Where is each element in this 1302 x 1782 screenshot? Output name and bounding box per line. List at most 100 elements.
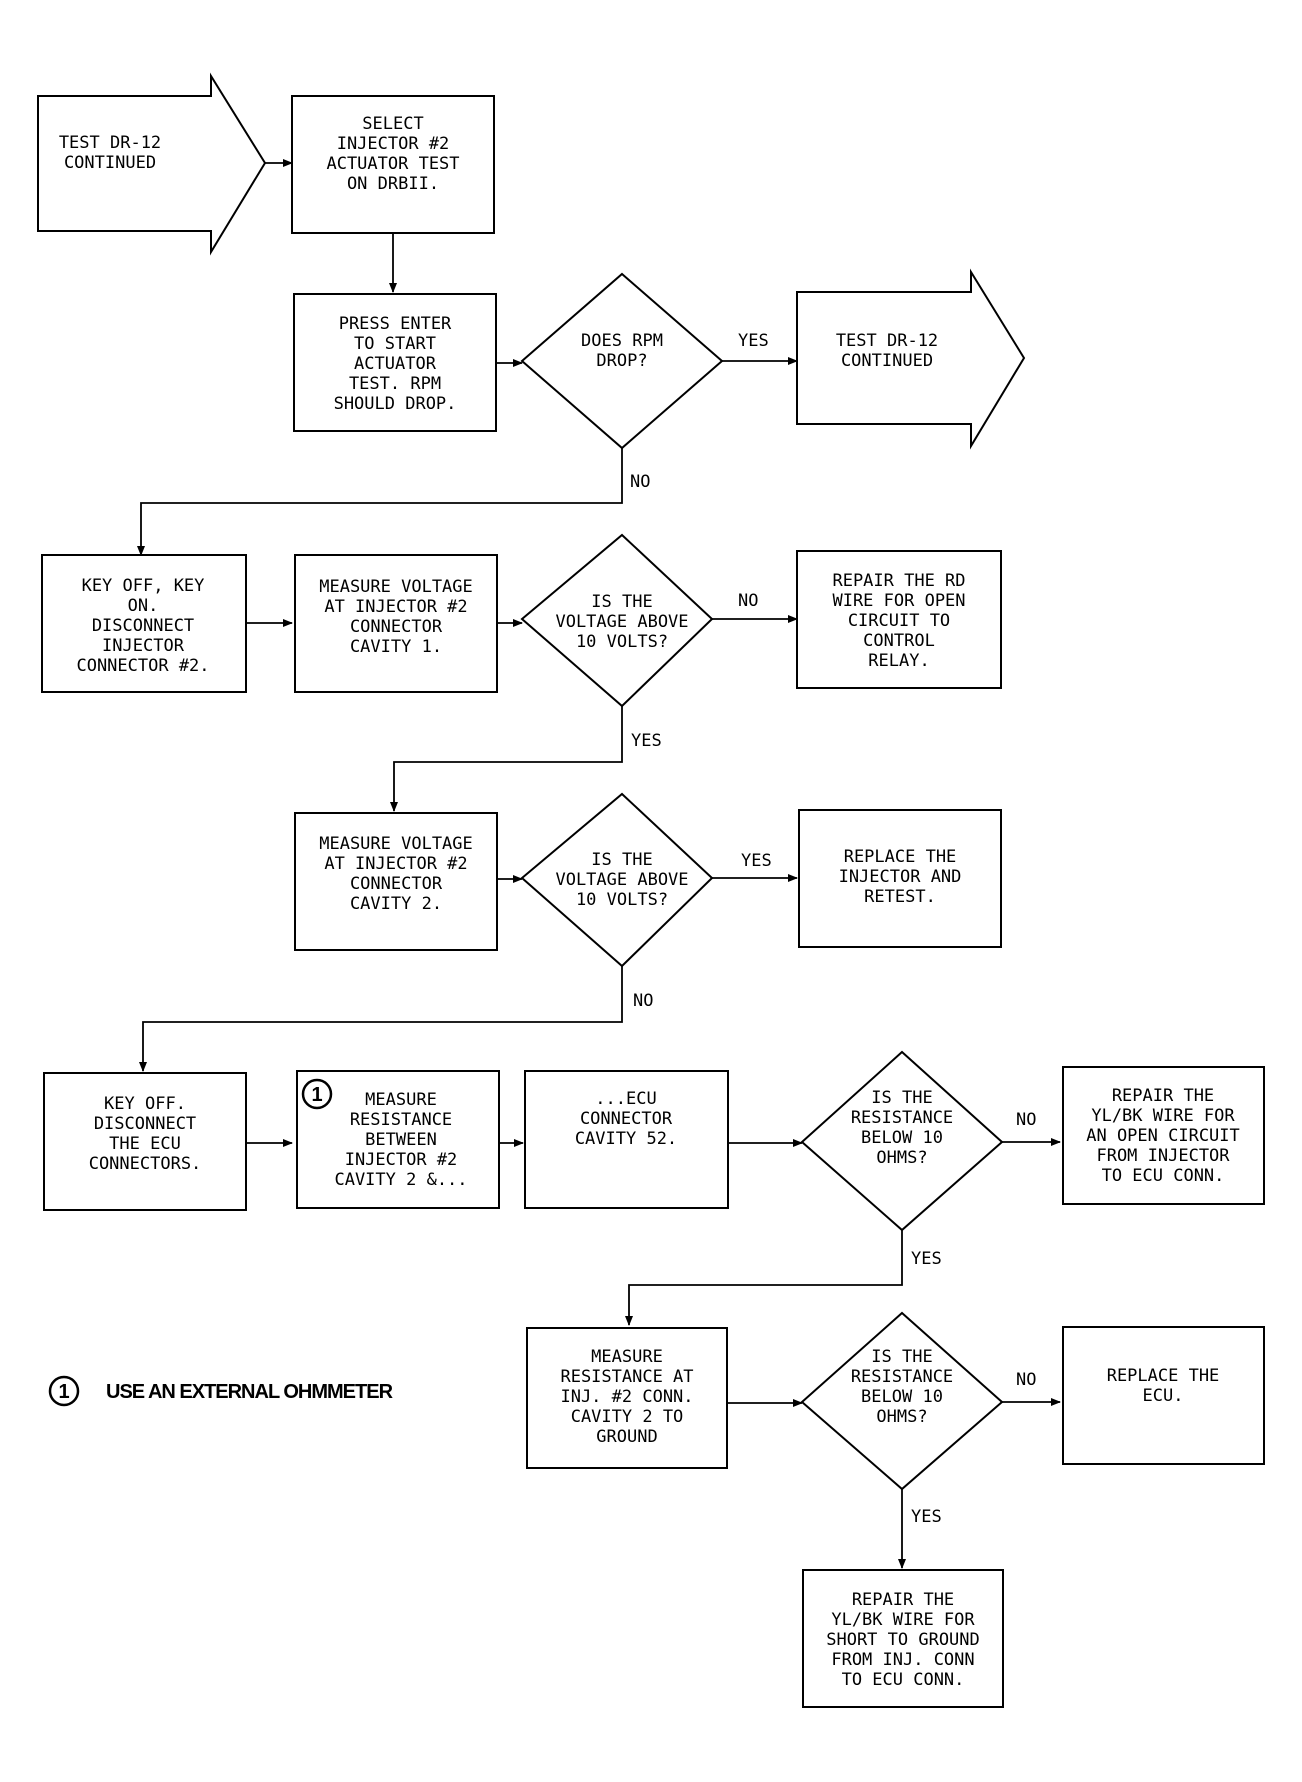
v2-no-label: NO <box>633 991 653 1011</box>
measure-cavity2-label-line-3: CONNECTOR <box>350 874 443 894</box>
is-resistance-1-diamond <box>800 1050 1004 1232</box>
select-injector-label-line-3: ACTUATOR TEST <box>326 154 459 174</box>
is-voltage-1-diamond <box>520 533 714 708</box>
measure-resistance-label-line-4: INJECTOR #2 <box>345 1150 458 1170</box>
repair-rd-label-line-2: WIRE FOR OPEN <box>832 591 965 611</box>
is-resistance-1-label-line-3: BELOW 10 <box>861 1128 943 1148</box>
replace-injector-label-line-1: REPLACE THE <box>844 847 957 867</box>
v1-yes-label: YES <box>631 731 662 751</box>
select-injector-label-line-2: INJECTOR #2 <box>337 134 450 154</box>
footnote-text: USE AN EXTERNAL OHMMETER <box>106 1381 394 1403</box>
press-enter-label-line-5: SHOULD DROP. <box>334 394 457 414</box>
repair-ylbk-open-label-line-1: REPAIR THE <box>1112 1086 1214 1106</box>
measure-ground-label-line-3: INJ. #2 CONN. <box>560 1387 693 1407</box>
r1-yes-label: YES <box>911 1249 942 1269</box>
edge-rpm-no <box>137 448 623 556</box>
repair-ylbk-short-label-line-4: FROM INJ. CONN <box>831 1650 974 1670</box>
replace-ecu-box <box>1062 1326 1265 1465</box>
measure-cavity2-label-line-2: AT INJECTOR #2 <box>324 854 467 874</box>
press-enter-box <box>293 293 497 432</box>
key-off-disconnect-label-line-4: CONNECTORS. <box>89 1154 202 1174</box>
connectors <box>137 159 1061 1569</box>
measure-resistance-label-line-1: MEASURE <box>365 1090 437 1110</box>
key-off-on-label-line-4: INJECTOR <box>102 636 185 656</box>
repair-ylbk-open-box <box>1062 1066 1265 1205</box>
rpm-no-label: NO <box>630 472 650 492</box>
does-rpm-drop-diamond <box>520 272 724 450</box>
repair-ylbk-open-label-line-4: FROM INJECTOR <box>1096 1146 1230 1166</box>
key-off-on-box <box>41 554 247 693</box>
press-enter-label-line-4: TEST. RPM <box>349 374 441 394</box>
shapes <box>37 72 1265 1708</box>
repair-rd-label-line-1: REPAIR THE RD <box>832 571 965 591</box>
measure-cavity1-label-line-3: CONNECTOR <box>350 617 443 637</box>
does-rpm-drop-label-line-2: DROP? <box>596 351 647 371</box>
measure-ground-label-line-2: RESISTANCE AT <box>560 1367 693 1387</box>
start-arrow-label-line-2: CONTINUED <box>64 153 156 173</box>
continued-arrow-label-line-2: CONTINUED <box>841 351 933 371</box>
repair-ylbk-short-label-line-1: REPAIR THE <box>852 1590 954 1610</box>
edge-r1-yes <box>625 1230 903 1326</box>
v2-yes-label: YES <box>741 851 772 871</box>
continued-arrow-label-line-1: TEST DR-12 <box>836 331 938 351</box>
measure-ground-box <box>526 1327 728 1469</box>
measure-cavity2-box <box>294 812 498 951</box>
replace-ecu-label-line-1: REPLACE THE <box>1107 1366 1220 1386</box>
repair-ylbk-short-label-line-3: SHORT TO GROUND <box>826 1630 980 1650</box>
ecu-cavity-box <box>524 1070 729 1209</box>
edge-v1-yes <box>390 706 623 812</box>
measure-cavity1-label-line-1: MEASURE VOLTAGE <box>319 577 473 597</box>
is-voltage-2-label-line-3: 10 VOLTS? <box>576 890 668 910</box>
key-off-on-label-line-1: KEY OFF, KEY <box>82 576 205 596</box>
repair-ylbk-open-label-line-2: YL/BK WIRE FOR <box>1091 1106 1235 1126</box>
key-off-disconnect-label-line-3: THE ECU <box>109 1134 181 1154</box>
repair-ylbk-short-label-line-2: YL/BK WIRE FOR <box>831 1610 975 1630</box>
is-resistance-2-label-line-1: IS THE <box>871 1347 932 1367</box>
repair-rd-box <box>796 550 1002 689</box>
footnote-marker-number: 1 <box>311 1084 322 1106</box>
is-voltage-2-label-line-1: IS THE <box>591 850 652 870</box>
key-off-on-label-line-2: ON. <box>128 596 159 616</box>
r2-no-label: NO <box>1016 1370 1036 1390</box>
is-resistance-1-label-line-2: RESISTANCE <box>851 1108 953 1128</box>
measure-resistance-label-line-2: RESISTANCE <box>350 1110 452 1130</box>
key-off-on-label-line-3: DISCONNECT <box>92 616 194 636</box>
repair-rd-label-line-3: CIRCUIT TO <box>848 611 950 631</box>
does-rpm-drop-label-line-1: DOES RPM <box>581 331 663 351</box>
repair-ylbk-open-label-line-3: AN OPEN CIRCUIT <box>1086 1126 1240 1146</box>
replace-injector-label-line-3: RETEST. <box>864 887 936 907</box>
is-resistance-2-label-line-3: BELOW 10 <box>861 1387 943 1407</box>
measure-ground-label-line-5: GROUND <box>596 1427 657 1447</box>
is-voltage-1-label-line-3: 10 VOLTS? <box>576 632 668 652</box>
repair-rd-label-line-5: RELAY. <box>868 651 929 671</box>
press-enter-label-line-1: PRESS ENTER <box>339 314 452 334</box>
is-voltage-1-label-line-1: IS THE <box>591 592 652 612</box>
ecu-cavity-label-line-2: CONNECTOR <box>580 1109 673 1129</box>
continued-arrow-shape <box>796 268 1026 450</box>
key-off-disconnect-label-line-2: DISCONNECT <box>94 1114 196 1134</box>
r2-yes-label: YES <box>911 1507 942 1527</box>
key-off-disconnect-label-line-1: KEY OFF. <box>104 1094 186 1114</box>
footnote-number: 1 <box>58 1381 69 1403</box>
select-injector-label-line-1: SELECT <box>362 114 423 134</box>
select-injector-label-line-4: ON DRBII. <box>347 174 439 194</box>
is-resistance-2-label-line-4: OHMS? <box>876 1407 927 1427</box>
measure-cavity2-label-line-1: MEASURE VOLTAGE <box>319 834 473 854</box>
key-off-disconnect-box <box>43 1072 247 1211</box>
measure-resistance-label-line-5: CAVITY 2 &... <box>334 1170 467 1190</box>
is-voltage-2-diamond <box>520 792 714 968</box>
